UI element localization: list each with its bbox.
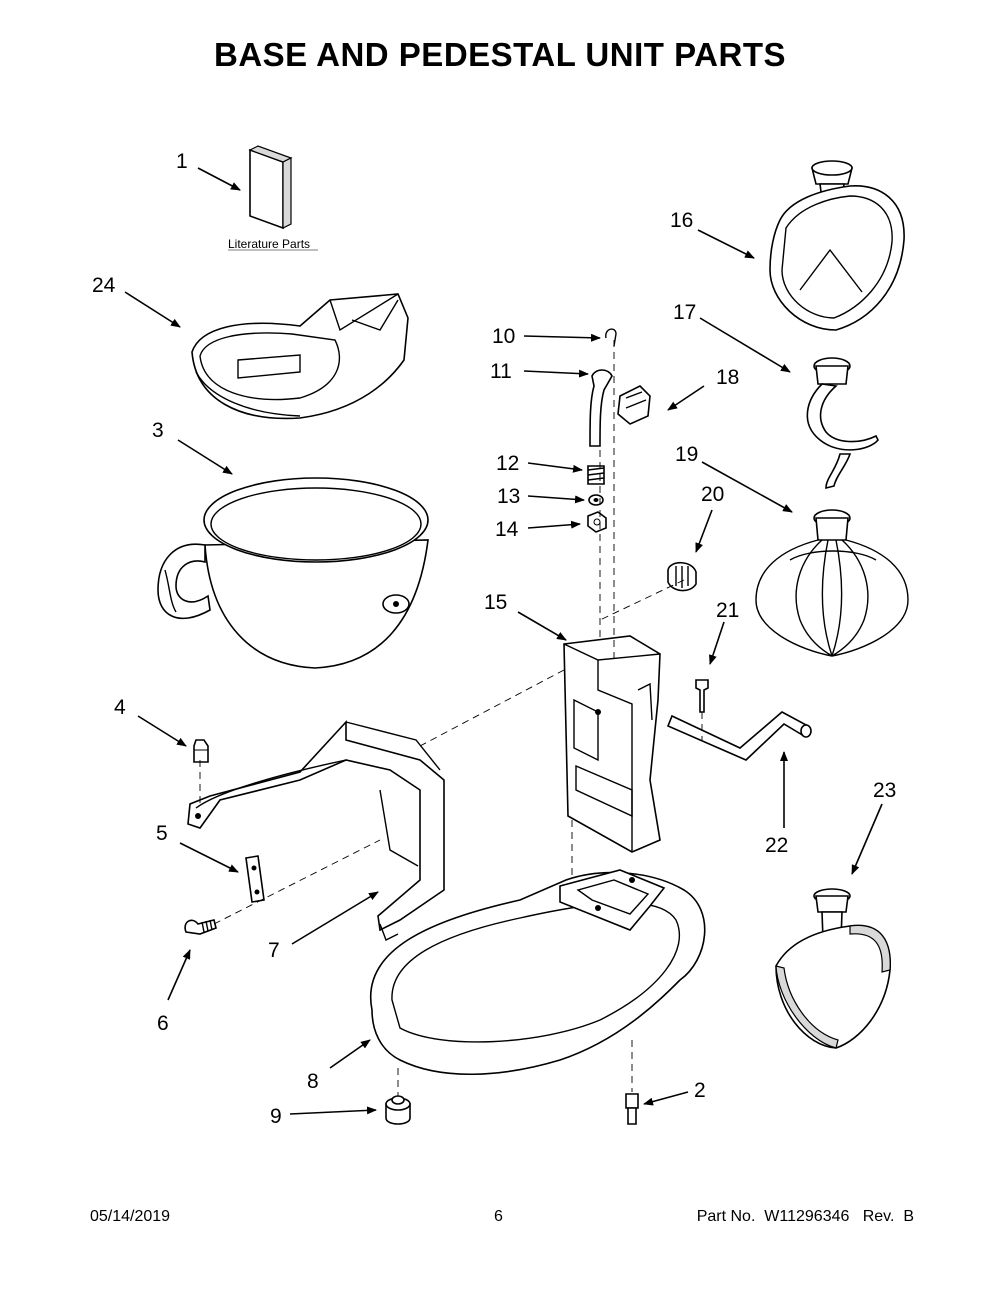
footer-date: 05/14/2019: [90, 1208, 171, 1225]
callout-15: 15: [484, 591, 507, 614]
part-22-hinge-pin: [666, 711, 812, 761]
part-16-flat-beater: [769, 160, 905, 331]
part-21-screw: [695, 679, 709, 713]
part-3-bowl: [157, 477, 429, 669]
callout-14: 14: [495, 518, 519, 541]
part-10-clip: [605, 328, 617, 347]
part-19-wire-whip: [755, 509, 909, 657]
part-11-rod: [589, 369, 613, 447]
callout-24: 24: [92, 274, 116, 297]
part-4-pin: [193, 739, 209, 763]
callout-2: 2: [694, 1079, 706, 1102]
callout-arrows: [124, 167, 883, 1115]
callout-4: 4: [114, 696, 126, 719]
footer-page-number: 6: [494, 1208, 503, 1225]
callout-23: 23: [873, 779, 896, 802]
callout-numbers: 1 24 3 4 5 6 7 8 9 10 11 12 13 14 15 16 …: [92, 150, 896, 1128]
part-20-knob: [667, 561, 697, 592]
page-title: BASE AND PEDESTAL UNIT PARTS: [214, 36, 786, 73]
callout-19: 19: [675, 443, 698, 466]
part-13-washer: [588, 494, 604, 506]
part-2-screw: [625, 1093, 639, 1125]
part-17-dough-hook: [806, 357, 879, 490]
callout-7: 7: [268, 939, 280, 962]
part-8-base: [369, 869, 706, 1076]
callout-8: 8: [307, 1070, 319, 1093]
part-24-pouring-shield: [191, 293, 409, 420]
callout-18: 18: [716, 366, 739, 389]
literature-parts-label: Literature Parts: [228, 237, 310, 251]
callout-11: 11: [490, 360, 512, 383]
part-18-latch: [617, 385, 651, 425]
part-23-flex-edge-beater: [775, 888, 891, 1049]
part-1-literature: Literature Parts: [228, 145, 318, 251]
part-12-spring: [587, 465, 605, 485]
callout-17: 17: [673, 301, 696, 324]
callout-3: 3: [152, 419, 164, 442]
part-5-plate: [245, 855, 265, 903]
part-7-bowl-support: [187, 719, 445, 941]
assembly-dashed-lines: [199, 340, 703, 1096]
part-14-nut: [587, 511, 607, 533]
callout-13: 13: [497, 485, 520, 508]
callout-21: 21: [716, 599, 739, 622]
callout-10: 10: [492, 325, 515, 348]
part-9-foot: [385, 1095, 411, 1125]
footer-part-number: Part No. W11296346 Rev. B: [696, 1208, 914, 1225]
callout-12: 12: [496, 452, 519, 475]
callout-20: 20: [701, 483, 724, 506]
callout-16: 16: [670, 209, 693, 232]
part-15-pedestal: [563, 635, 661, 853]
callout-9: 9: [270, 1105, 282, 1128]
callout-1: 1: [176, 150, 188, 173]
callout-22: 22: [765, 834, 788, 857]
callout-5: 5: [156, 822, 168, 845]
callout-6: 6: [157, 1012, 169, 1035]
part-6-screw: [184, 919, 217, 935]
